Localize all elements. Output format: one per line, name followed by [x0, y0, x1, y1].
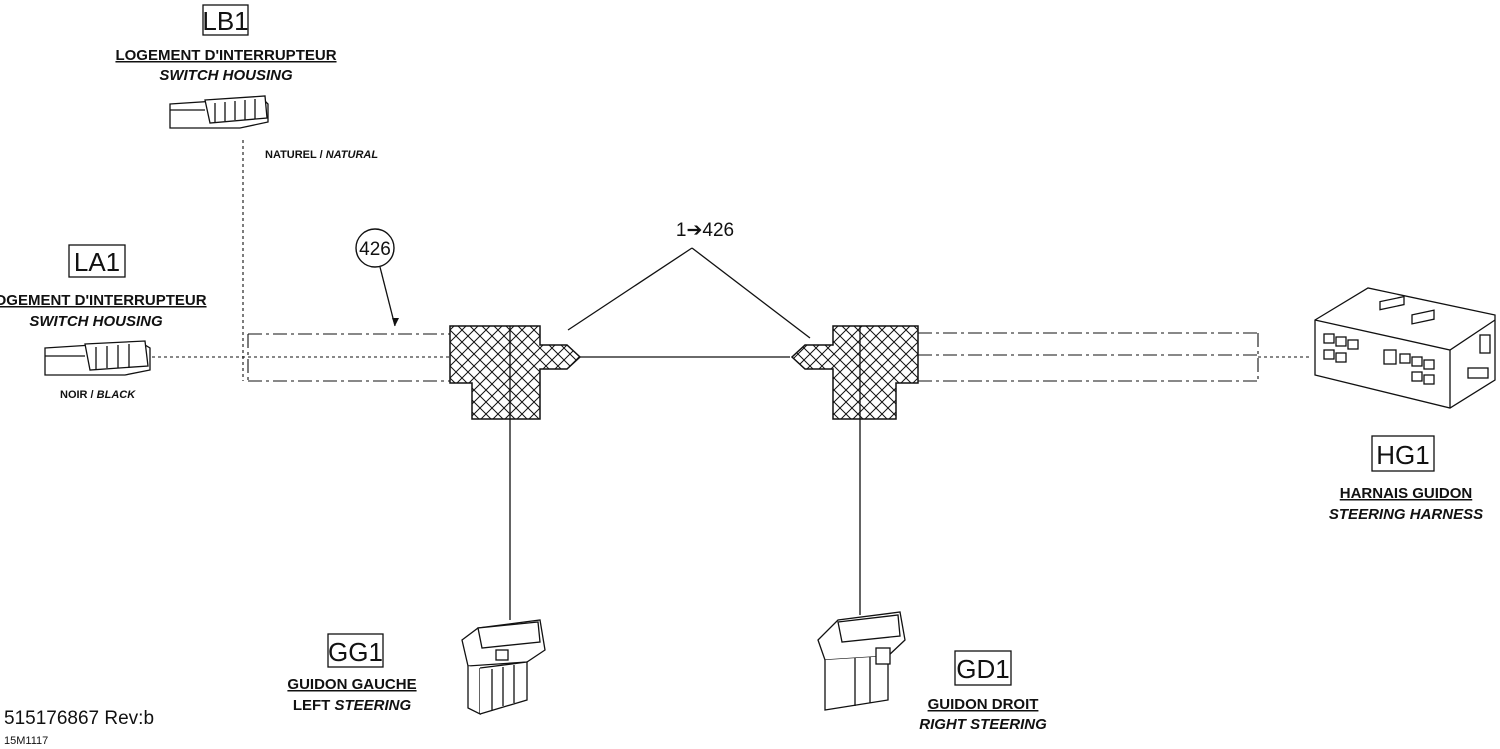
la1-color-label: NOIR / BLACK: [60, 389, 136, 401]
tag-la1: LA1: [74, 247, 120, 277]
connector-lb1: LB1 LOGEMENT D'INTERRUPTEUR SWITCH HOUSI…: [115, 4, 378, 161]
hg1-connector-icon: [1314, 287, 1496, 409]
right-splice: [790, 325, 919, 615]
lb1-color-fr: NATUREL /: [265, 149, 326, 161]
range-callout: 1➔426: [567, 220, 811, 339]
gg1-name-en: LEFT STEERING: [293, 697, 412, 714]
gd1-connector-icon: [817, 611, 906, 711]
la1-color-en: BLACK: [97, 389, 137, 401]
drawing-code: 15M1117: [4, 735, 48, 747]
connector-gg1: GG1 GUIDON GAUCHE LEFT STEERING: [287, 619, 546, 716]
gg1-name-en-italic: STEERING: [334, 697, 411, 714]
left-splice: [449, 325, 582, 620]
lb1-name-en: SWITCH HOUSING: [159, 67, 293, 84]
tag-hg1: HG1: [1376, 440, 1429, 470]
la1-name-en: SWITCH HOUSING: [29, 313, 163, 330]
gg1-name-fr: GUIDON GAUCHE: [287, 676, 416, 693]
range-label: 1➔426: [676, 220, 734, 241]
la1-name-fr: LOGEMENT D'INTERRUPTEUR: [0, 292, 207, 309]
hg1-name-fr: HARNAIS GUIDON: [1340, 485, 1473, 502]
gd1-name-fr: GUIDON DROIT: [928, 696, 1039, 713]
hg1-name-en: STEERING HARNESS: [1329, 506, 1483, 523]
wire-leads: [152, 140, 1310, 381]
part-number: 515176867 Rev:b: [4, 708, 154, 729]
lb1-connector-icon: [169, 95, 269, 129]
tag-gg1: GG1: [328, 637, 383, 667]
bubble-callout: 426: [355, 228, 399, 327]
gg1-connector-icon: [461, 619, 546, 716]
connector-hg1: HG1 HARNAIS GUIDON STEERING HARNESS: [1314, 287, 1496, 523]
harness-outline: [247, 332, 1259, 382]
gd1-name-en: RIGHT STEERING: [919, 716, 1047, 733]
la1-connector-icon: [44, 340, 151, 376]
tag-lb1: LB1: [202, 6, 248, 36]
la1-color-fr: NOIR /: [60, 389, 97, 401]
gg1-name-en-plain: LEFT: [293, 697, 335, 714]
connector-la1: LA1 LOGEMENT D'INTERRUPTEUR SWITCH HOUSI…: [0, 244, 207, 401]
lb1-name-fr: LOGEMENT D'INTERRUPTEUR: [115, 47, 336, 64]
tag-gd1: GD1: [956, 654, 1009, 684]
connector-gd1: GD1 GUIDON DROIT RIGHT STEERING: [817, 611, 1047, 733]
bubble-label: 426: [359, 239, 391, 260]
lb1-color-en: NATURAL: [326, 149, 379, 161]
lb1-color-label: NATUREL / NATURAL: [265, 149, 378, 161]
